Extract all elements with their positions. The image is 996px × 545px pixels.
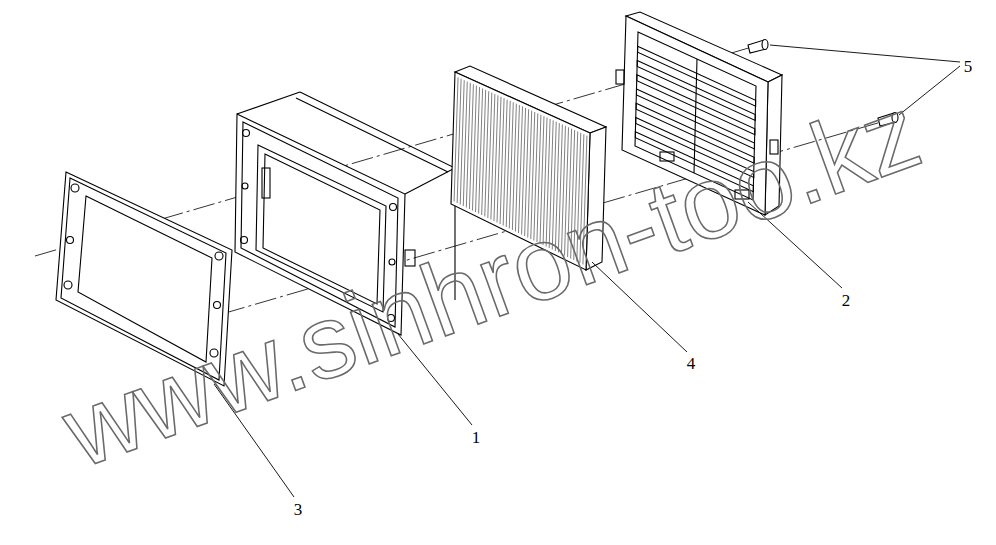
callout-number: 1 [472, 429, 481, 446]
callout-number: 3 [294, 501, 303, 518]
callout-number: 2 [842, 292, 851, 309]
callout-number: 4 [687, 355, 696, 372]
callout-number: 5 [964, 58, 973, 75]
